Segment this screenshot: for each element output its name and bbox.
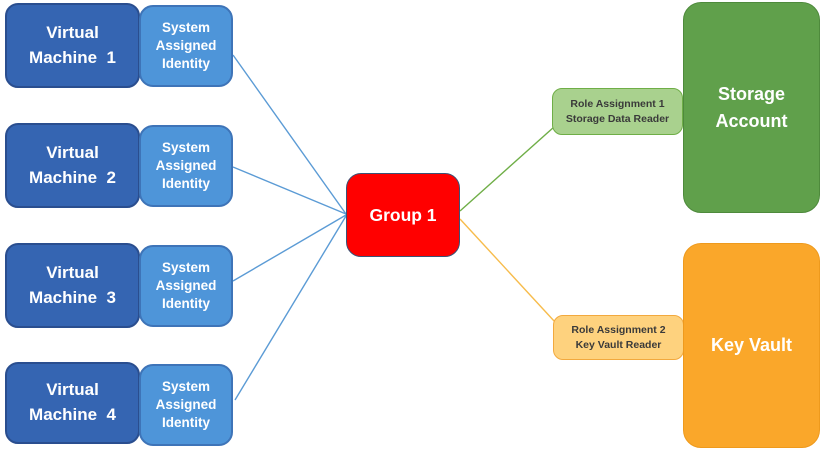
vm2-label-line2: Machine 2 xyxy=(29,167,116,187)
node-role-assignment-2: Role Assignment 2 Key Vault Reader xyxy=(553,315,684,360)
connector-identity1-to-group xyxy=(232,54,347,215)
identity3-label-line3: Identity xyxy=(161,295,210,311)
identity2-label-line2: Assigned xyxy=(155,158,217,174)
node-system-assigned-identity-3: System Assigned Identity xyxy=(139,245,233,327)
vm3-label-line2: Machine 3 xyxy=(29,287,116,307)
identity3-label-line2: Assigned xyxy=(155,278,217,294)
node-system-assigned-identity-4: System Assigned Identity xyxy=(139,364,233,446)
role2-label-line1: Role Assignment 2 xyxy=(571,323,666,336)
node-role-assignment-1: Role Assignment 1 Storage Data Reader xyxy=(552,88,683,135)
identity4-label-line1: System xyxy=(161,379,211,395)
identity2-label-line3: Identity xyxy=(161,175,210,191)
role2-label-line2: Key Vault Reader xyxy=(575,338,662,351)
connector-group-to-role-assignment-2 xyxy=(459,218,556,323)
vm1-label-line1: Virtual xyxy=(46,22,99,42)
node-virtual-machine-3: Virtual Machine 3 xyxy=(5,243,140,328)
vm1-label-line2: Machine 1 xyxy=(29,47,116,67)
role1-label-line1: Role Assignment 1 xyxy=(570,97,665,110)
node-system-assigned-identity-1: System Assigned Identity xyxy=(139,5,233,87)
identity4-label-line2: Assigned xyxy=(155,397,217,413)
identity1-label-line3: Identity xyxy=(161,55,210,71)
identity1-label-line2: Assigned xyxy=(155,38,217,54)
storage-account-label-line2: Account xyxy=(715,110,788,131)
connector-group-to-role-assignment-1 xyxy=(459,126,555,212)
node-virtual-machine-1: Virtual Machine 1 xyxy=(5,3,140,88)
node-virtual-machine-4: Virtual Machine 4 xyxy=(5,362,140,444)
vm4-label-line2: Machine 4 xyxy=(29,405,116,424)
group-label: Group 1 xyxy=(369,204,437,225)
node-key-vault: Key Vault xyxy=(683,243,820,448)
connector-identity3-to-group xyxy=(232,214,347,282)
vm3-label-line1: Virtual xyxy=(46,262,99,282)
identity4-label-line3: Identity xyxy=(161,414,210,430)
node-storage-account: Storage Account xyxy=(683,2,820,213)
vm2-label-line1: Virtual xyxy=(46,142,99,162)
node-virtual-machine-2: Virtual Machine 2 xyxy=(5,123,140,208)
identity2-label-line1: System xyxy=(161,140,211,156)
node-group-1: Group 1 xyxy=(346,173,460,257)
vm4-label-line1: Virtual xyxy=(46,380,99,400)
connector-identity4-to-group xyxy=(234,215,347,401)
connector-identity2-to-group xyxy=(232,166,347,215)
key-vault-label: Key Vault xyxy=(710,335,793,355)
node-system-assigned-identity-2: System Assigned Identity xyxy=(139,125,233,207)
role1-label-line2: Storage Data Reader xyxy=(565,112,670,125)
identity1-label-line1: System xyxy=(161,20,211,36)
storage-account-label-line1: Storage xyxy=(717,83,786,104)
identity3-label-line1: System xyxy=(161,260,211,276)
